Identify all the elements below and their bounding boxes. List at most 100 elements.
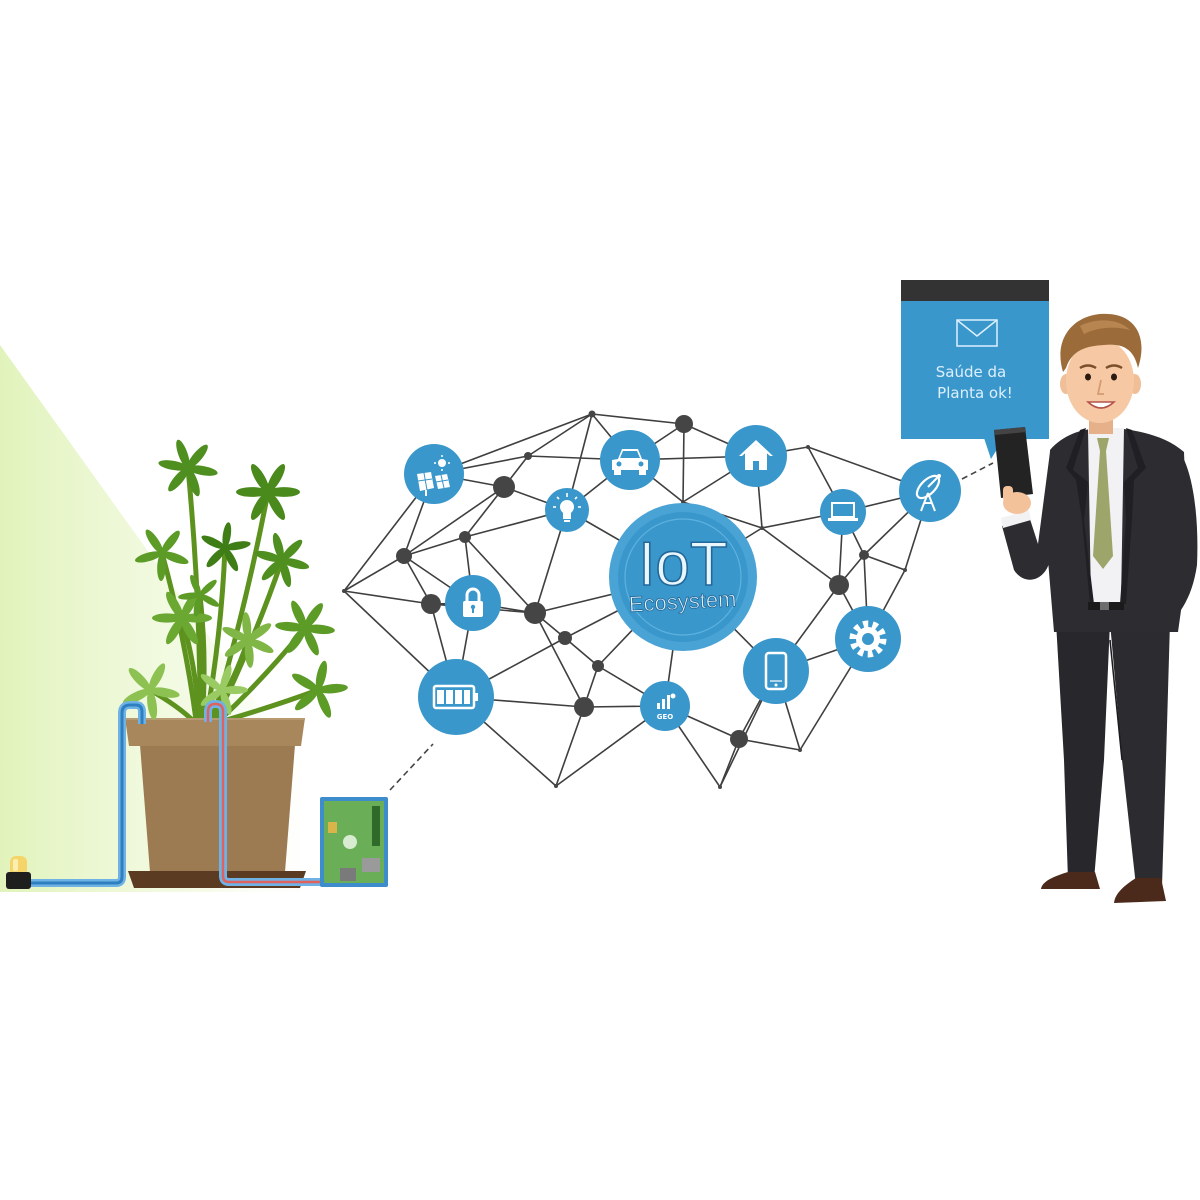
plant-stem: [159, 550, 199, 725]
plant-leaf: [182, 613, 212, 623]
plant-leaf: [181, 617, 198, 645]
nose: [1096, 379, 1104, 395]
notification-bubble: Saúde da Planta ok!: [901, 280, 1049, 459]
network-node: [760, 526, 764, 530]
plant-leaf: [147, 690, 158, 720]
hub-inner-ring: [624, 518, 742, 636]
plant-leaf: [280, 559, 292, 588]
ethernet-port: [340, 868, 356, 881]
network-node: [396, 548, 412, 564]
plant-leaf: [222, 522, 232, 548]
plant-leaf: [317, 683, 348, 694]
plant-leaf: [294, 689, 319, 711]
smile: [1085, 401, 1117, 409]
sensor-wires: [28, 700, 322, 887]
plant-leaf: [247, 638, 274, 653]
left-lapel: [1066, 428, 1094, 604]
network-link: [403, 536, 466, 557]
right-eye: [1111, 373, 1117, 381]
pot-body: [140, 745, 295, 872]
network-link: [527, 413, 593, 457]
plant-pot: [125, 718, 306, 888]
plant-leaf: [150, 687, 180, 698]
laptop-icon: [820, 489, 866, 535]
left-cuff: [1001, 510, 1031, 528]
plant-leaf: [193, 595, 202, 617]
plant-leaf: [134, 551, 163, 563]
plant-leaf: [168, 467, 189, 492]
geo-chart-icon: GEO: [640, 681, 690, 731]
plant-leaf: [158, 460, 188, 471]
plant-leaf: [166, 617, 183, 645]
network-link: [403, 486, 505, 557]
plant-leaf: [275, 621, 306, 632]
bubble-header: [901, 280, 1049, 301]
left-wire-core: [28, 703, 144, 885]
tie: [1093, 438, 1113, 569]
geo-label: GEO: [657, 713, 674, 721]
plant-leaf: [161, 551, 189, 565]
left-eye: [1085, 373, 1091, 381]
satellite-dish-icon: [899, 460, 961, 522]
plant-leaf: [292, 673, 319, 691]
solar-panel-icon: [404, 444, 464, 504]
plant-leaf: [157, 553, 166, 581]
left-shoe: [1041, 872, 1100, 889]
plant-leaf: [247, 623, 272, 641]
raspberry-logo-icon: [343, 835, 357, 849]
network-link: [343, 555, 405, 592]
plant-leaf: [188, 465, 218, 476]
network-node: [574, 697, 594, 717]
plant-leaf: [222, 686, 248, 694]
plant-leaf: [281, 539, 303, 561]
plant-leaf: [316, 689, 332, 718]
network-link: [591, 413, 685, 425]
network-link: [464, 536, 536, 614]
network-to-user-link: [961, 462, 994, 480]
plant-leaf: [250, 491, 270, 520]
usb-port: [362, 858, 380, 872]
leg-crease: [1109, 639, 1123, 761]
light-bulb-icon: [545, 488, 589, 532]
network-nodes: [342, 410, 907, 789]
left-eyebrow: [1079, 364, 1097, 370]
plant-leaf: [281, 558, 310, 570]
hair-highlight: [1080, 320, 1130, 334]
sensor-highlight: [13, 859, 18, 871]
network-node: [718, 785, 722, 789]
sensor-base: [6, 872, 31, 889]
plant-leaf: [200, 674, 223, 691]
pot-rim: [125, 718, 305, 746]
phone: [994, 427, 1033, 498]
network-node: [675, 415, 693, 433]
plant-leaf: [304, 624, 335, 635]
smartphone-icon: [743, 638, 809, 704]
battery-icon: [418, 659, 494, 735]
right-wire-core: [206, 702, 322, 884]
plant-leaf: [176, 439, 190, 469]
raspberry-pi-board: [320, 797, 388, 887]
plant-leaf: [178, 592, 201, 600]
light-sensor: [6, 856, 31, 889]
hub-title: IoT: [638, 530, 728, 599]
network-node: [798, 748, 802, 752]
phone-edge: [994, 427, 1026, 435]
plant-leaf: [244, 639, 254, 668]
right-lapel: [1120, 428, 1146, 604]
plant-leaf: [291, 600, 307, 629]
hub-subtitle: Ecosystem: [628, 586, 737, 617]
network-node: [554, 784, 558, 788]
plant-leaf: [224, 547, 239, 572]
network-link: [534, 612, 585, 708]
iot-hub: IoT Ecosystem: [609, 503, 757, 651]
plant-leaf: [220, 665, 232, 691]
plant-leaf: [224, 639, 249, 657]
plant-leaf: [315, 660, 328, 691]
network-node: [558, 631, 572, 645]
plant-leaf: [187, 444, 208, 469]
left-leg: [1056, 622, 1110, 880]
plant-leaf: [268, 487, 300, 497]
bubble-line-1: Saúde da: [936, 363, 1006, 381]
plant-leaf: [152, 613, 182, 623]
